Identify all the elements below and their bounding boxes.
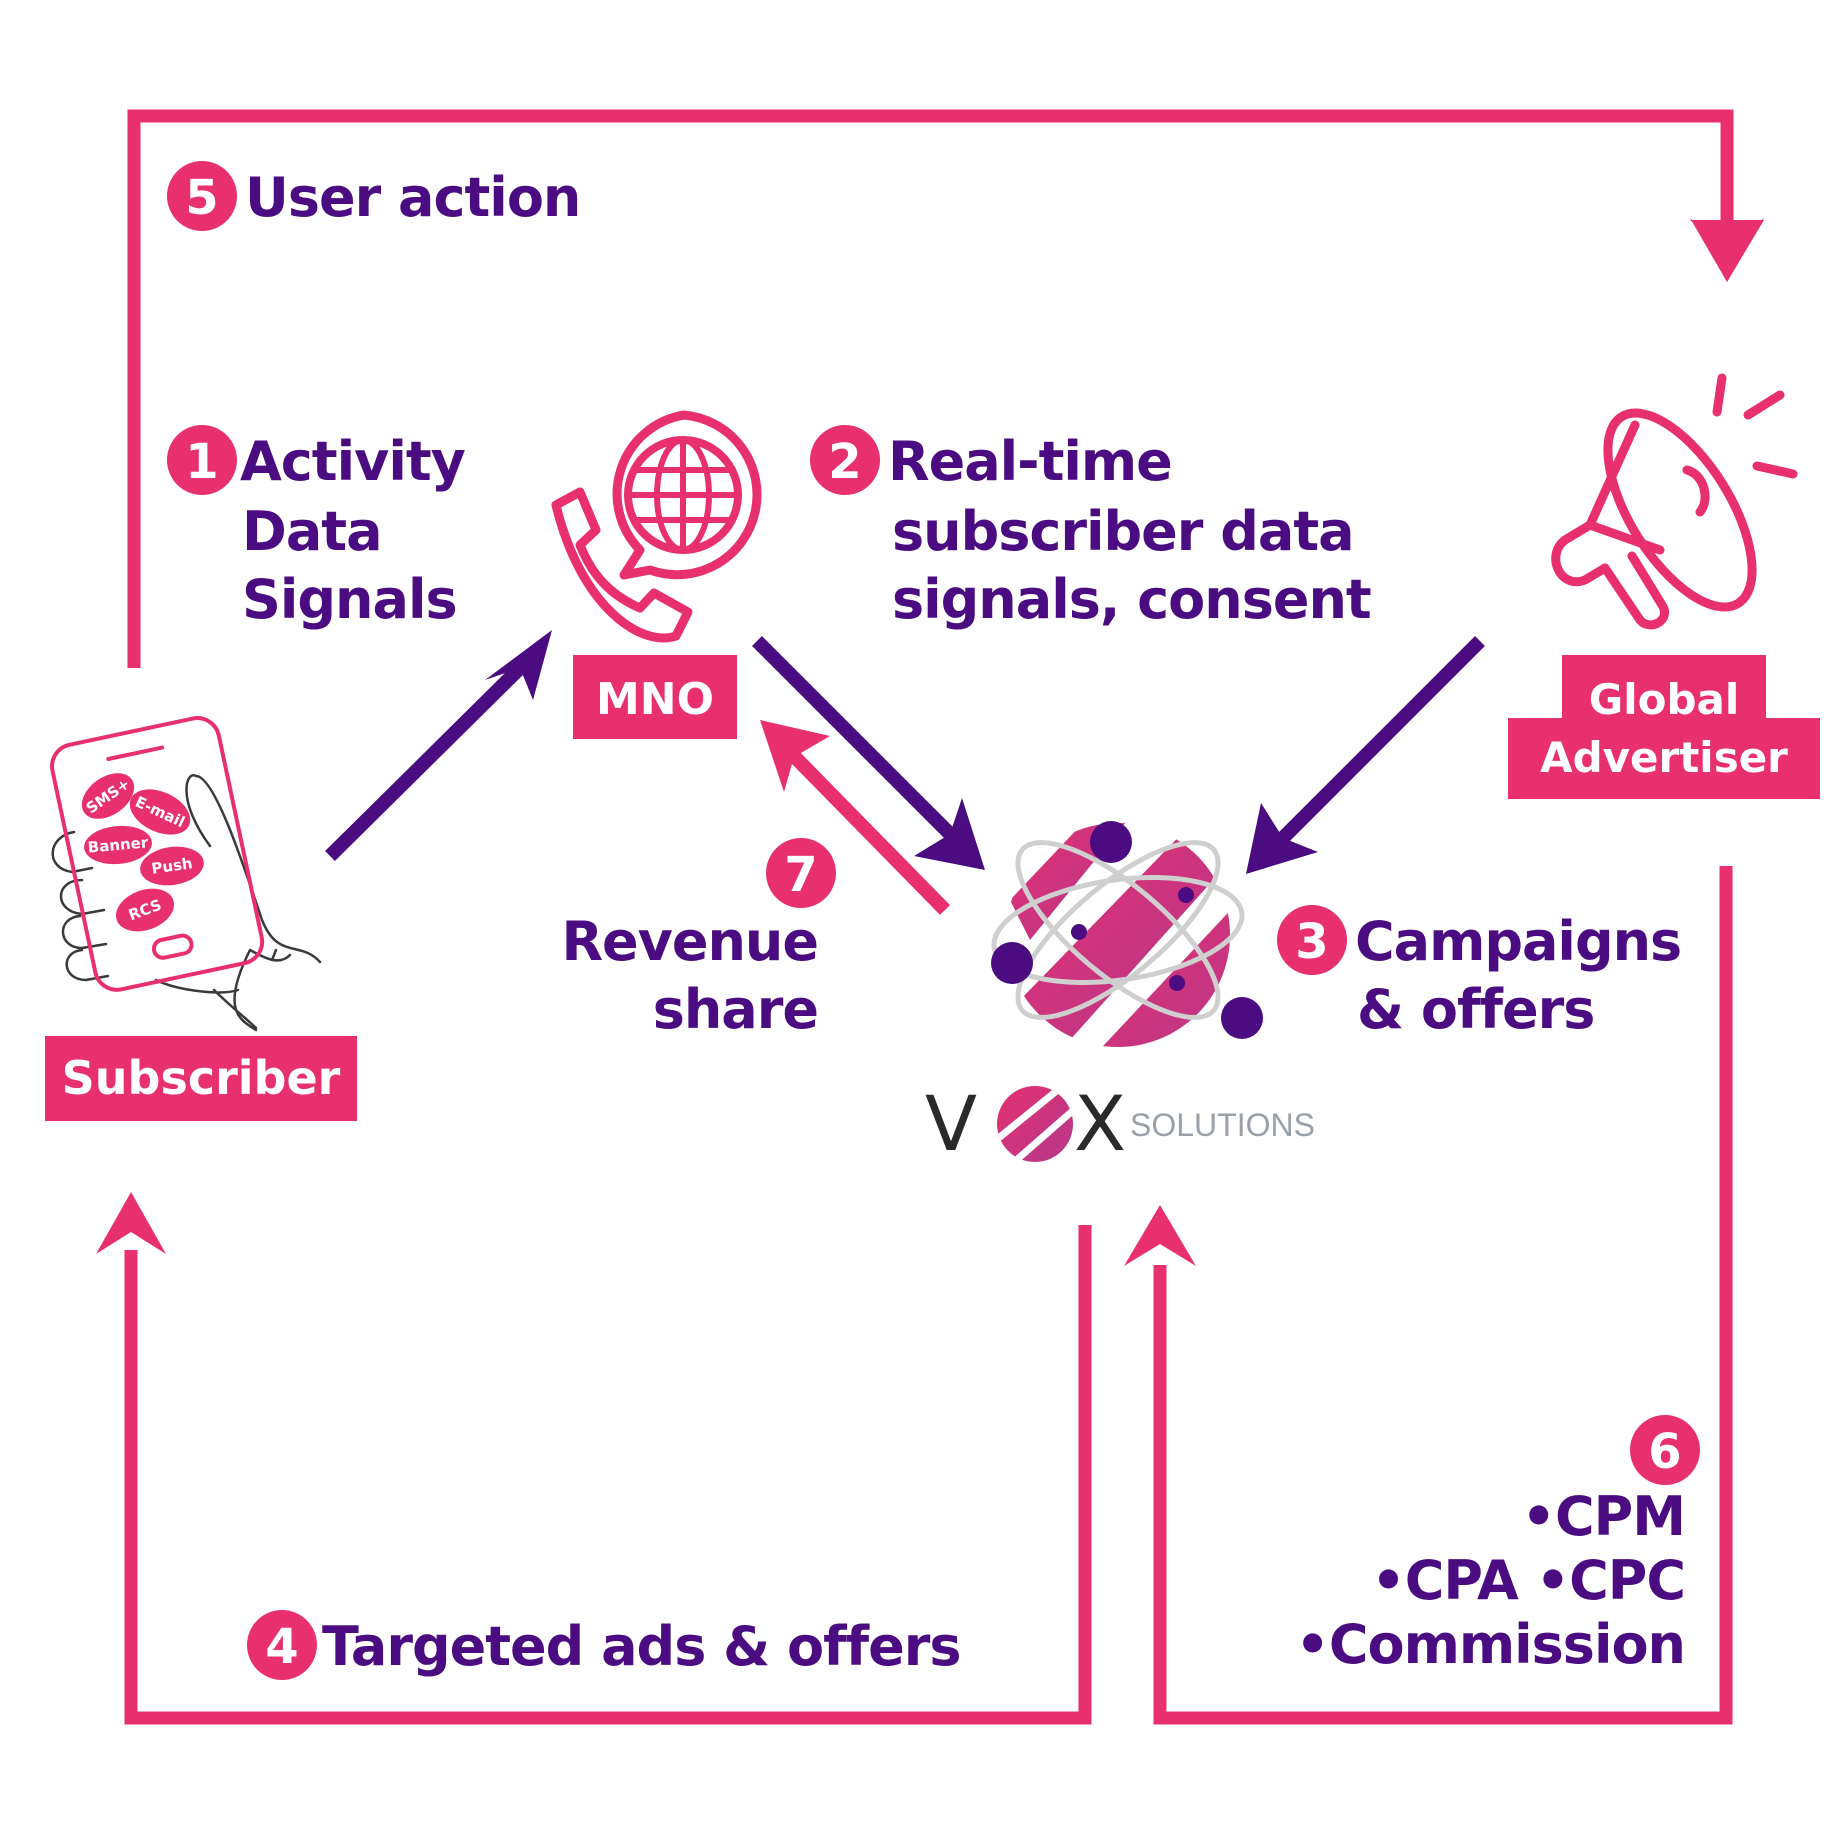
mno-label: MNO <box>596 674 714 725</box>
step-4: 4 Targeted ads & offers <box>247 1610 962 1680</box>
svg-text:Banner: Banner <box>87 833 149 856</box>
step-7: 7 Revenue share <box>561 838 836 1041</box>
svg-text:Revenue: Revenue <box>561 910 818 973</box>
vox-wordmark: V X SOLUTIONS <box>925 1079 1315 1168</box>
step-1: 1 Activity Data Signals <box>167 425 467 631</box>
brand-v: V <box>925 1079 977 1168</box>
svg-text:Campaigns: Campaigns <box>1355 910 1681 973</box>
step-2: 2 Real-time subscriber data signals, con… <box>810 425 1372 631</box>
svg-text:User action: User action <box>245 166 580 229</box>
svg-text:Targeted ads & offers: Targeted ads & offers <box>322 1615 961 1678</box>
svg-text:2: 2 <box>828 434 861 490</box>
subscriber-label: Subscriber <box>62 1051 341 1105</box>
advertiser-label-box: Global Advertiser <box>1508 655 1820 799</box>
svg-text:Signals: Signals <box>242 568 457 631</box>
connector-user-action <box>127 109 1734 668</box>
step-5: 5 User action <box>167 161 581 231</box>
arrow-mno-to-vox <box>752 636 985 870</box>
svg-text:5: 5 <box>185 170 218 226</box>
chip-rcs: RCS <box>115 888 175 932</box>
arrow-advertiser-to-vox <box>1246 636 1485 874</box>
svg-text:4: 4 <box>265 1619 298 1675</box>
step-6: 6 •CPM •CPA •CPC •Commission <box>1295 1415 1700 1676</box>
svg-text:subscriber data: subscriber data <box>892 500 1354 563</box>
vox-globe-logo-icon <box>991 821 1263 1047</box>
subscriber-label-box: Subscriber <box>45 1036 357 1121</box>
svg-text:Push: Push <box>150 854 193 878</box>
hand-holding-phone-icon <box>51 774 322 1032</box>
phone-chips: SMS+ E-mail Banner Push RCS <box>81 773 204 932</box>
svg-text:•CPA •CPC: •CPA •CPC <box>1371 1549 1685 1612</box>
step-3: 3 Campaigns & offers <box>1277 905 1682 1041</box>
mno-label-box: MNO <box>573 655 737 739</box>
arrow-vox-to-mno <box>760 720 950 915</box>
chip-banner: Banner <box>84 825 152 865</box>
advertiser-label-line1: Global <box>1589 675 1740 724</box>
connector-payment <box>1153 866 1733 1725</box>
svg-text:•CPM: •CPM <box>1522 1485 1685 1548</box>
megaphone-icon <box>1551 373 1798 630</box>
connector-targeted-ads <box>124 1225 1092 1725</box>
svg-text:3: 3 <box>1295 914 1328 970</box>
svg-text:6: 6 <box>1648 1424 1681 1480</box>
brand-sub: SOLUTIONS <box>1130 1107 1315 1143</box>
svg-text:Data: Data <box>242 500 382 563</box>
chip-sms: SMS+ <box>81 773 135 819</box>
arrowhead-up-icon <box>96 1192 166 1254</box>
svg-text:Real-time: Real-time <box>888 430 1172 493</box>
brand-o-globe-icon <box>997 1086 1073 1162</box>
phone-icon <box>50 716 265 992</box>
svg-text:1: 1 <box>185 434 218 490</box>
phone-globe-icon <box>551 410 762 643</box>
svg-text:Activity: Activity <box>240 430 466 493</box>
svg-text:signals, consent: signals, consent <box>892 568 1371 631</box>
arrowhead-up-icon <box>1124 1205 1196 1266</box>
svg-text:•Commission: •Commission <box>1295 1613 1685 1676</box>
arrow-subscriber-to-mno <box>325 630 552 861</box>
chip-push: Push <box>140 846 204 886</box>
brand-x: X <box>1074 1079 1126 1168</box>
arrowhead-down-fill <box>1690 218 1764 282</box>
advertiser-label-line2: Advertiser <box>1540 733 1788 782</box>
svg-text:7: 7 <box>784 847 817 903</box>
svg-text:& offers: & offers <box>1357 978 1594 1041</box>
svg-text:share: share <box>653 978 818 1041</box>
